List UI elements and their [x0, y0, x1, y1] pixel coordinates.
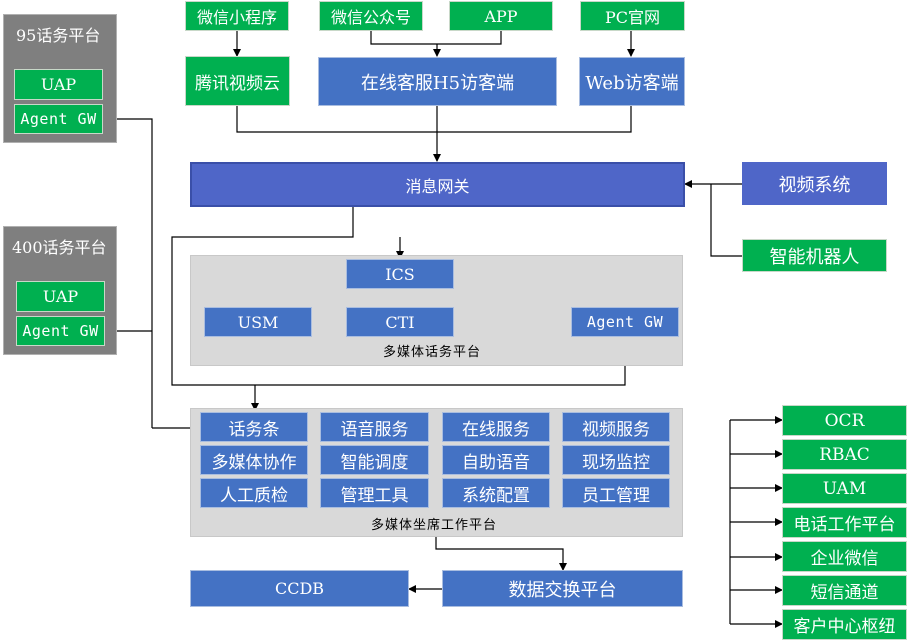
workbench-module[interactable]: 智能调度 — [320, 445, 429, 475]
workbench-module[interactable]: 在线服务 — [442, 412, 550, 442]
video-system[interactable]: 视频系统 — [742, 162, 887, 205]
external-service-item[interactable]: 客户中心枢纽 — [782, 609, 907, 640]
call-platform-agent-gw[interactable]: Agent GW — [571, 307, 679, 337]
platform-95-agent-gw[interactable]: Agent GW — [14, 104, 103, 134]
platform-95-title: 95话务平台 — [16, 26, 101, 45]
workbench-module[interactable]: 人工质检 — [200, 478, 308, 508]
workbench-module[interactable]: 现场监控 — [562, 445, 670, 475]
wire-workbench-to-exchange — [435, 536, 567, 571]
agent-workbench-caption: 多媒体坐席工作平台 — [371, 518, 498, 533]
external-service-item[interactable]: RBAC — [782, 439, 907, 470]
web-visitor-client[interactable]: Web访客端 — [579, 57, 685, 106]
platform-400-title: 400话务平台 — [12, 238, 107, 257]
wechat-official-account[interactable]: 微信公众号 — [319, 1, 423, 31]
external-service-item[interactable]: 企业微信 — [782, 541, 907, 572]
pc-website[interactable]: PC官网 — [580, 1, 685, 31]
message-gateway[interactable]: 消息网关 — [190, 162, 685, 207]
wire-official-app-join — [370, 30, 502, 45]
workbench-module[interactable]: 员工管理 — [562, 478, 670, 508]
external-service-item[interactable]: 短信通道 — [782, 575, 907, 606]
external-service-item[interactable]: UAM — [782, 473, 907, 504]
platform-400-uap[interactable]: UAP — [16, 281, 105, 312]
app-channel[interactable]: APP — [449, 1, 553, 31]
workbench-module[interactable]: 多媒体协作 — [200, 445, 308, 475]
h5-visitor-client[interactable]: 在线客服H5访客端 — [318, 57, 557, 106]
data-exchange-platform[interactable]: 数据交换平台 — [442, 570, 683, 607]
wire-tencent-down — [236, 105, 632, 133]
usm[interactable]: USM — [204, 307, 312, 337]
ccdb[interactable]: CCDB — [190, 570, 409, 607]
ics[interactable]: ICS — [346, 259, 454, 289]
workbench-module[interactable]: 视频服务 — [562, 412, 670, 442]
wechat-mini-program[interactable]: 微信小程序 — [185, 1, 289, 31]
tencent-video-cloud[interactable]: 腾讯视频云 — [185, 56, 290, 106]
platform-95-uap[interactable]: UAP — [14, 69, 103, 100]
wire-robot-to-gateway — [710, 184, 742, 257]
workbench-module[interactable]: 自助语音 — [442, 445, 550, 475]
smart-robot[interactable]: 智能机器人 — [742, 239, 887, 272]
workbench-module[interactable]: 系统配置 — [442, 478, 550, 508]
workbench-module[interactable]: 话务条 — [200, 412, 308, 442]
workbench-module[interactable]: 语音服务 — [320, 412, 429, 442]
multimedia-call-platform-caption: 多媒体话务平台 — [383, 345, 482, 360]
platform-400-agent-gw[interactable]: Agent GW — [16, 316, 105, 346]
external-service-item[interactable]: OCR — [782, 405, 907, 436]
cti[interactable]: CTI — [346, 307, 454, 337]
workbench-module[interactable]: 管理工具 — [320, 478, 429, 508]
external-service-item[interactable]: 电话工作平台 — [782, 507, 907, 538]
